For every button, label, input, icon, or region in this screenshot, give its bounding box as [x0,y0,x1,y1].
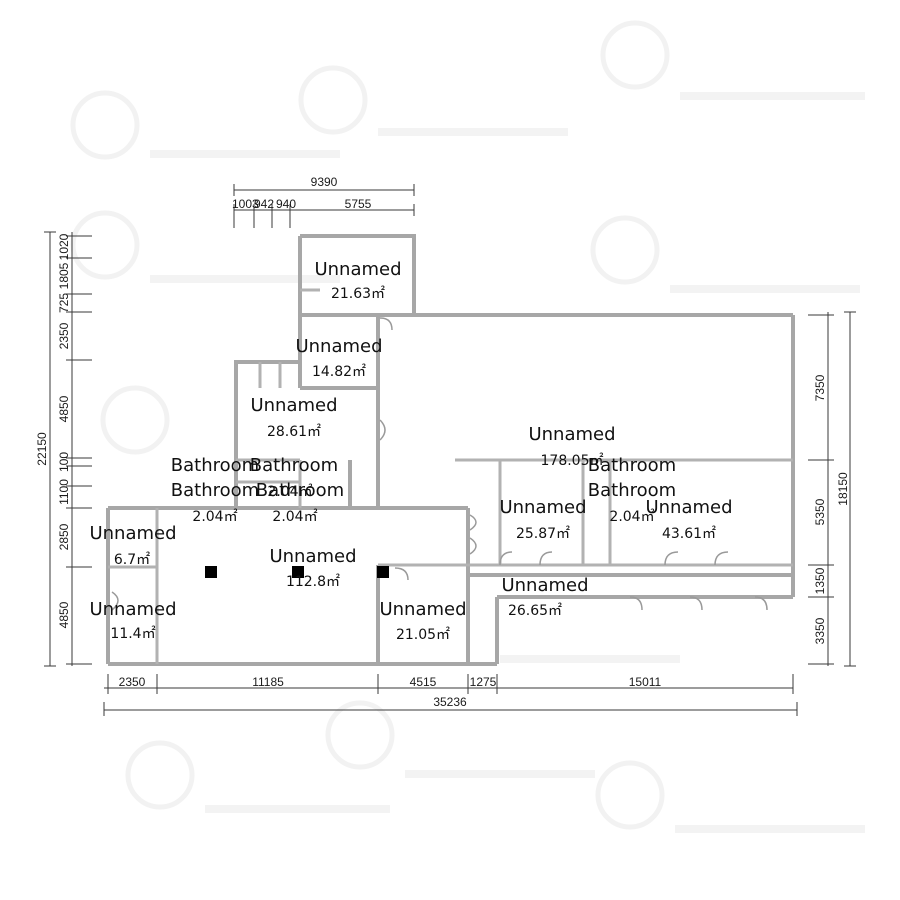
dim-top-seg-4: 5755 [345,197,372,211]
room-name: Bathroom [588,480,676,501]
dim-right-seg-4: 3350 [813,617,827,644]
room-name: Unnamed [250,395,337,416]
dim-left-seg-5: 4850 [57,395,71,422]
room-area: 2.04㎡ [192,509,237,525]
dim-top-seg-2: 942 [254,197,274,211]
dim-right-seg-1: 7350 [813,374,827,401]
dim-bottom-seg-3: 4515 [410,675,437,689]
room-area: 6.7㎡ [114,552,150,568]
room-area: 14.82㎡ [312,364,366,380]
dim-left-seg-9: 4850 [57,601,71,628]
dim-right-seg-2: 5350 [813,498,827,525]
dim-left-seg-2: 1805 [57,262,71,289]
room-name: Unnamed [314,259,401,280]
dim-left-seg-1: 1020 [57,233,71,260]
room-labels: Unnamed 21.63㎡ Unnamed 14.82㎡ Unnamed 28… [89,259,732,643]
dim-right-seg-3: 1350 [813,567,827,594]
room-area: 178.05㎡ [541,453,604,469]
room-name: Unnamed [89,523,176,544]
dimensions-right: 7350 5350 1350 3350 18150 [808,311,856,667]
room-area: 25.87㎡ [516,526,570,542]
dim-bottom-seg-1: 2350 [119,675,146,689]
dim-right-total: 18150 [836,472,850,506]
room-name: Unnamed [295,336,382,357]
room-name: Unnamed [89,599,176,620]
room-name: Unnamed [528,424,615,445]
room-name: Unnamed [379,599,466,620]
dim-left-seg-7: 1100 [57,479,71,505]
room-area: 21.63㎡ [331,286,385,302]
room-name: Bathroom [256,480,344,501]
room-area: 2.04㎡ [272,509,317,525]
room-area: 26.65㎡ [508,603,562,619]
room-area: 11.4㎡ [110,626,155,642]
watermarks [70,20,865,833]
dimensions-bottom: 2350 11185 4515 1275 15011 35236 [103,674,798,716]
room-area: 43.61㎡ [662,526,716,542]
room-name: Bathroom [588,455,676,476]
walls [106,234,795,666]
room-name: Unnamed [499,497,586,518]
room-area: 2.04㎡ [267,484,312,500]
room-area: 28.61㎡ [267,424,321,440]
dim-left-seg-4: 2350 [57,322,71,349]
room-name: Unnamed [269,546,356,567]
room-name: Bathroom [171,480,259,501]
dimensions-top: 9390 1003 942 940 5755 [232,175,415,228]
dim-bottom-total: 35236 [433,695,467,709]
room-name: Bathroom [250,455,338,476]
room-name: Bathroom [171,455,259,476]
dim-bottom-seg-4: 1275 [470,675,497,689]
room-name: Unnamed [645,497,732,518]
dim-top-seg-1: 1003 [232,197,259,211]
doors [111,317,768,611]
columns [205,566,389,578]
dim-left-seg-8: 2850 [57,523,71,550]
dim-top-total: 9390 [311,175,338,189]
dim-bottom-seg-5: 15011 [629,675,662,689]
room-name: Unnamed [501,575,588,596]
dim-left-seg-6: 100 [57,452,71,472]
room-area: 2.04㎡ [609,509,654,525]
dim-left-total: 22150 [35,432,49,466]
room-area: 21.05㎡ [396,627,450,643]
dim-bottom-seg-2: 11185 [252,675,284,689]
room-area: 112.8㎡ [286,574,340,590]
dimensions-left: 22150 1020 1805 725 2350 4850 100 1100 2… [35,231,92,667]
dim-top-seg-3: 940 [276,197,296,211]
dim-left-seg-3: 725 [57,293,71,313]
